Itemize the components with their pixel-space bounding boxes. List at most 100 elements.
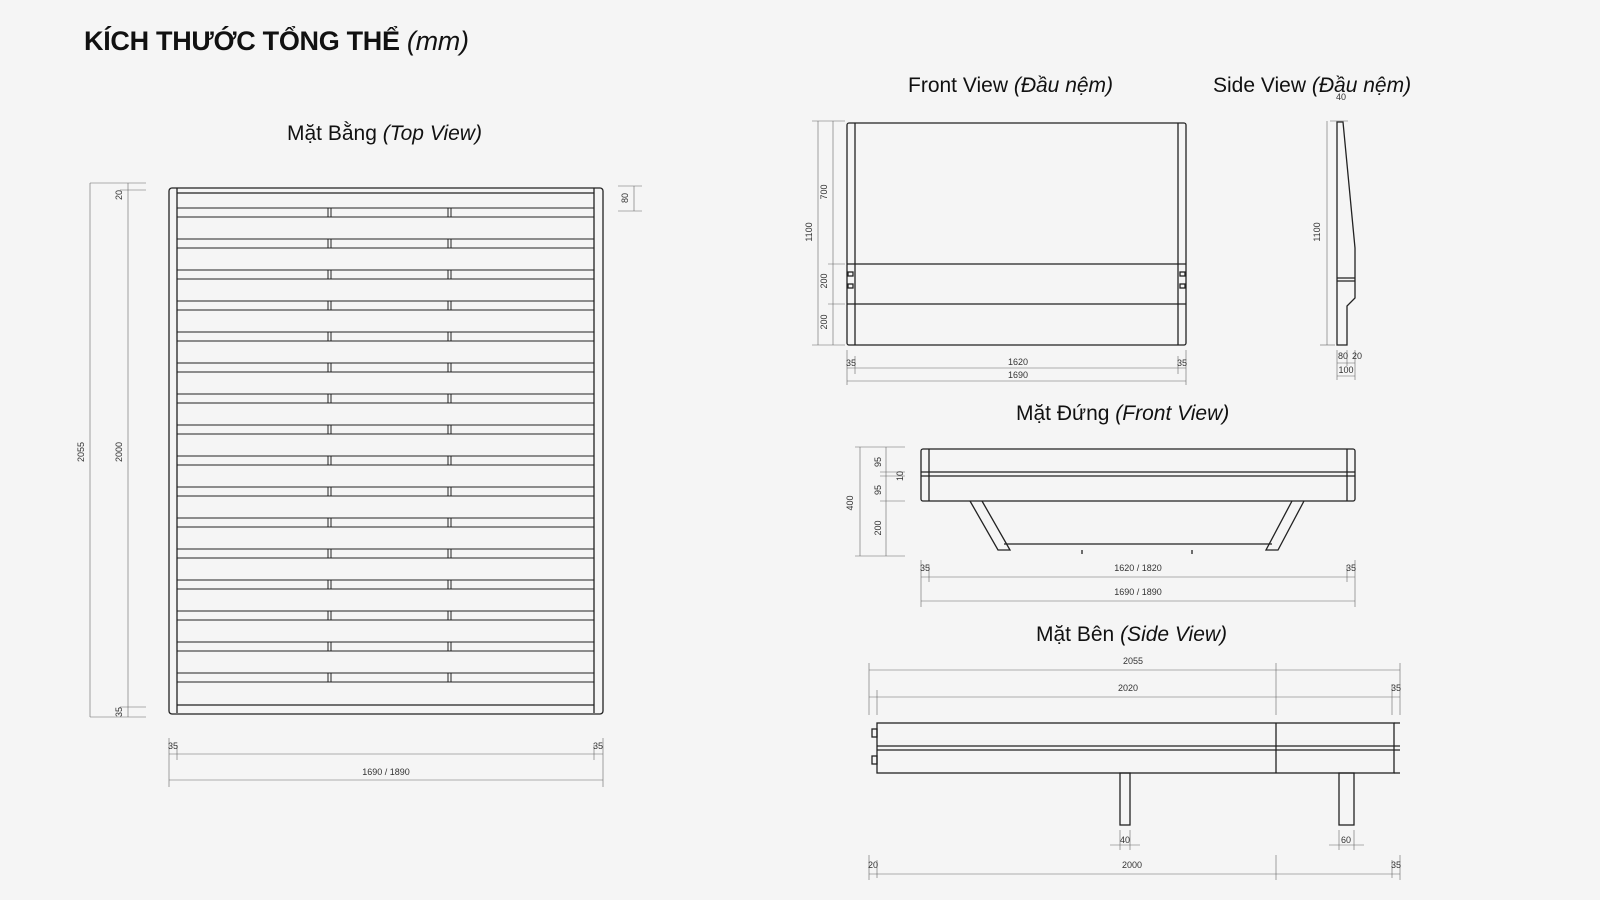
side-view-drawing: [871, 722, 1400, 826]
hb-front-dim-200b: 200: [819, 314, 829, 329]
front-leg-right: [1264, 500, 1305, 551]
slat: [176, 393, 595, 404]
top-view-name: Mặt Bằng: [287, 122, 377, 145]
side-dim-60: 60: [1341, 835, 1351, 845]
front-dim-35-right: 35: [1346, 563, 1356, 573]
top-dim-w35-left: 35: [168, 741, 178, 751]
headboard-front-dims: [812, 120, 1187, 385]
headboard-side-name: Side View: [1213, 74, 1307, 97]
hb-side-dim-1100: 1100: [1312, 222, 1322, 241]
headboard-front-sub: (Đầu nệm): [1013, 74, 1114, 97]
side-bracket-2: [871, 755, 878, 765]
hb-front-dim-1620: 1620: [1008, 357, 1028, 367]
top-dim-80: 80: [620, 193, 630, 203]
hb-front-dim-200a: 200: [819, 273, 829, 288]
slat: [176, 548, 595, 559]
slat: [176, 331, 595, 342]
side-dim-20: 20: [868, 860, 878, 870]
front-view-dim-text: 400 95 10 95 200 35 1620 / 1820 35 1690 …: [845, 457, 1356, 597]
headboard-side-sub: (Đầu nệm): [1311, 74, 1412, 97]
hb-front-dim-35-left: 35: [846, 358, 856, 368]
front-view-title: Mặt Đứng (Front View): [1016, 402, 1229, 426]
front-dim-400: 400: [845, 495, 855, 510]
hb-side-dim-80: 80: [1338, 351, 1348, 361]
hb-front-dim-35-right: 35: [1177, 358, 1187, 368]
side-view-dim-text: 2055 2020 35 40 60 20 2000 35: [868, 656, 1401, 870]
slat: [176, 486, 595, 497]
slat: [176, 238, 595, 249]
top-dim-2000: 2000: [114, 442, 124, 462]
side-view-sub: (Side View): [1120, 623, 1228, 646]
side-bracket-1: [871, 728, 878, 738]
side-dim-2055: 2055: [1123, 656, 1143, 666]
hb-front-bracket-l1: [847, 271, 854, 277]
headboard-front-drawing: [846, 122, 1187, 346]
hb-front-dim-1690: 1690: [1008, 370, 1028, 380]
slat: [176, 362, 595, 373]
front-dim-95b: 95: [873, 485, 883, 495]
top-dim-20: 20: [114, 190, 124, 200]
front-dim-95a: 95: [873, 457, 883, 467]
top-dim-35: 35: [114, 707, 124, 717]
front-view-sub: (Front View): [1115, 402, 1230, 425]
hb-side-dim-40: 40: [1336, 92, 1346, 102]
headboard-front-title: Front View (Đầu nệm): [908, 74, 1113, 98]
slat: [176, 207, 595, 218]
top-view-dims: [89, 182, 642, 787]
headboard-front-name: Front View: [908, 74, 1008, 97]
headboard-side-dim-text: 40 1100 80 20 100: [1312, 92, 1362, 375]
top-view-drawing: [168, 187, 604, 715]
front-dim-inner-width: 1620 / 1820: [1114, 563, 1162, 573]
top-view-title: Mặt Bằng (Top View): [287, 122, 482, 146]
side-dim-35-bottom: 35: [1391, 860, 1401, 870]
front-view-name: Mặt Đứng: [1016, 402, 1110, 425]
side-view-dims: [868, 663, 1401, 880]
slat: [176, 517, 595, 528]
side-view-name: Mặt Bên: [1036, 623, 1115, 646]
slat: [176, 641, 595, 652]
page-title-text: KÍCH THƯỚC TỔNG THỂ: [84, 26, 400, 56]
page-title-unit: (mm): [406, 26, 469, 56]
front-dim-total-width: 1690 / 1890: [1114, 587, 1162, 597]
headboard-front-dim-text: 1100 700 200 200 35 1620 35 1690: [804, 184, 1187, 380]
hb-side-dim-100: 100: [1338, 365, 1353, 375]
side-dim-40: 40: [1120, 835, 1130, 845]
slat: [176, 300, 595, 311]
front-frame: [920, 448, 1356, 502]
page-title: KÍCH THƯỚC TỔNG THỂ (mm): [84, 26, 469, 57]
side-dim-2020: 2020: [1118, 683, 1138, 693]
side-view-title: Mặt Bên (Side View): [1036, 623, 1227, 647]
side-frame: [876, 722, 1395, 774]
headboard-side-drawing: [1336, 121, 1356, 346]
front-dim-35-left: 35: [920, 563, 930, 573]
headboard-side-title: Side View (Đầu nệm): [1213, 74, 1411, 98]
top-view-dim-text: 20 2055 2000 35 80 35 35 1690 / 1890: [76, 190, 630, 777]
top-view-sub: (Top View): [382, 122, 482, 145]
hb-front-dim-1100: 1100: [804, 222, 814, 241]
hb-front-bracket-r2: [1179, 283, 1186, 289]
hb-front-bracket-r1: [1179, 271, 1186, 277]
hb-front-outline: [846, 122, 1187, 346]
slat: [176, 579, 595, 590]
hb-side-profile: [1336, 121, 1356, 346]
front-dim-200: 200: [873, 520, 883, 535]
front-view-dims: [855, 446, 1356, 607]
headboard-side-dims: [1320, 120, 1356, 380]
top-dim-2055: 2055: [76, 442, 86, 462]
top-dim-w35-right: 35: [593, 741, 603, 751]
side-leg-front: [1119, 772, 1131, 826]
hb-front-bracket-l2: [847, 283, 854, 289]
hb-side-dim-20: 20: [1352, 351, 1362, 361]
front-leg-left: [969, 500, 1012, 551]
top-frame-outer: [168, 187, 604, 715]
slat: [176, 424, 595, 435]
top-slats: [176, 207, 595, 683]
side-leg-back: [1338, 772, 1355, 826]
slat: [176, 672, 595, 683]
slat: [176, 269, 595, 280]
side-dim-35-top: 35: [1391, 683, 1401, 693]
hb-front-dim-700: 700: [819, 184, 829, 199]
slat: [176, 455, 595, 466]
slat: [176, 610, 595, 621]
